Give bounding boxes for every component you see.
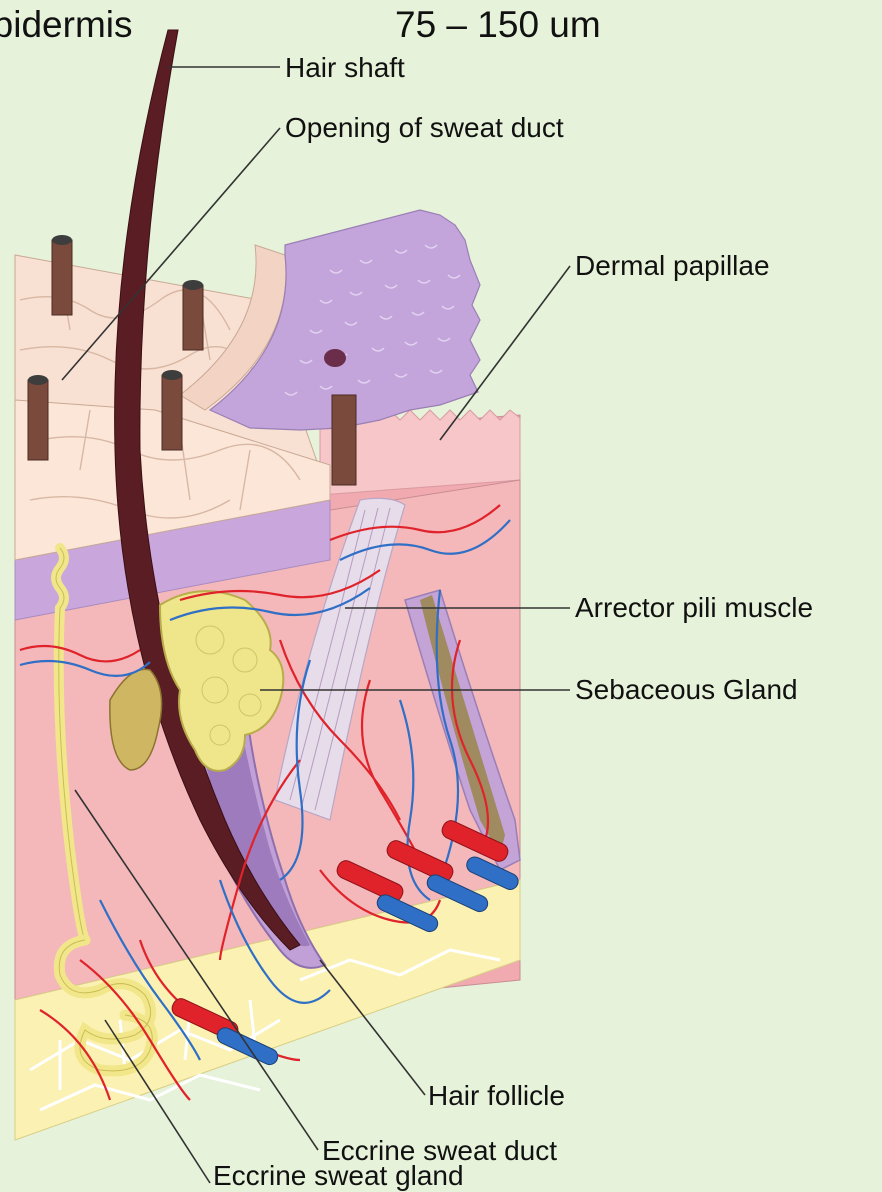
label-dermal-papillae: Dermal papillae [575,250,770,282]
label-eccrine-sweat-gland: Eccrine sweat gland [213,1160,464,1192]
label-opening-of-sweat-duct: Opening of sweat duct [285,112,564,144]
label-hair-shaft: Hair shaft [285,52,405,84]
label-sebaceous-gland: Sebaceous Gland [575,674,798,706]
label-arrector-pili-muscle: Arrector pili muscle [575,592,813,624]
title-thickness: 75 – 150 um [395,4,601,46]
title-epidermis: Epidermis [0,4,133,46]
papilla-hair-pore [324,349,346,367]
label-hair-follicle: Hair follicle [428,1080,565,1112]
